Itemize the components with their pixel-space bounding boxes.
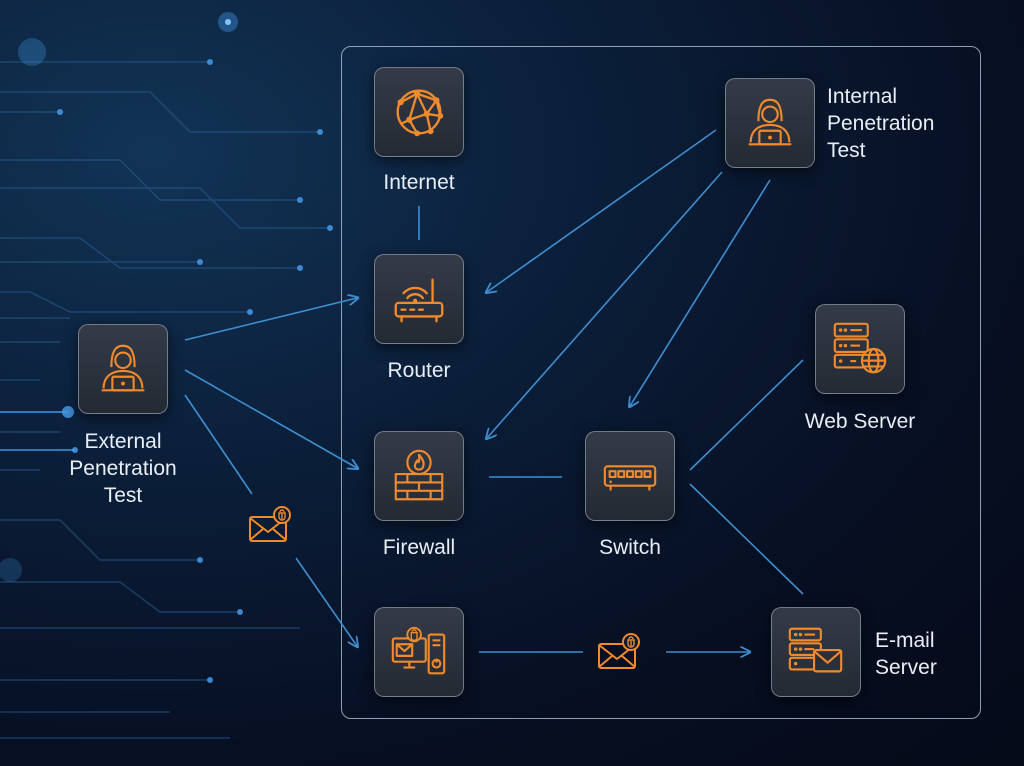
hacker-icon [748,98,792,146]
infected-workstation-icon [391,626,446,675]
link-switch-webserver [689,359,804,471]
external-pentest-node[interactable] [78,324,168,414]
link-internal-router [487,129,717,292]
switch-label: Switch [599,536,661,559]
phishing-email-internal [596,632,642,672]
switch-node[interactable] [585,431,675,521]
network-switch-icon [603,465,657,491]
link-internal-firewall [487,171,723,438]
link-external-email [184,394,253,495]
link-external-router [184,298,357,341]
internal-network-boundary [341,46,981,719]
link-switch-emailserver [689,483,804,595]
link-internal-switch [630,179,771,406]
phishing-email-external [247,505,293,545]
internal-pentest-label: Internal Penetration Test [827,85,935,162]
email-server-label: E-mail Server [875,629,937,679]
firewall-icon [394,449,444,501]
firewall-label: Firewall [382,536,456,559]
link-email-workstation [295,557,357,646]
internal-pentest-node[interactable] [725,78,815,168]
web-server-label: Web Server [804,410,916,433]
web-server-icon [833,322,887,374]
malicious-email-icon [598,633,640,669]
globe-network-icon [396,89,444,137]
internet-node[interactable] [374,67,464,157]
malicious-email-icon [249,506,291,542]
email-server-icon [788,627,843,673]
web-server-node[interactable] [815,304,905,394]
router-label: Router [387,359,451,382]
workstation-node[interactable] [374,607,464,697]
internet-label: Internet [383,171,455,194]
firewall-node[interactable] [374,431,464,521]
email-server-node[interactable] [771,607,861,697]
hacker-icon [101,344,145,392]
wifi-router-icon [394,278,444,323]
link-external-firewall [184,369,357,468]
router-node[interactable] [374,254,464,344]
external-pentest-label: External Penetration Test [69,430,177,507]
